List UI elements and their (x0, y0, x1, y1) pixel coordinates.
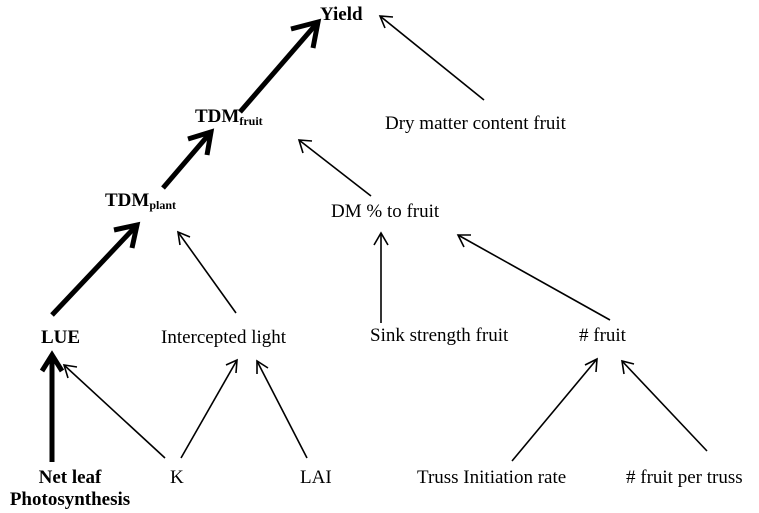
node-dm-to-fruit: DM % to fruit (331, 201, 440, 222)
arrow-intercepted-light-to-tdm-plant (177, 231, 237, 314)
node-intercepted-light: Intercepted light (161, 327, 287, 348)
arrowhead-lue-from-k (62, 364, 78, 379)
node-k: K (170, 467, 184, 488)
node-truss-initiation: Truss Initiation rate (417, 467, 567, 488)
node-sink-strength: Sink strength fruit (370, 325, 509, 346)
node-net-leaf-photosynthesis: Net leaf Photosynthesis (0, 467, 140, 511)
arrowhead-tdm-fruit-bold (187, 128, 215, 156)
arrow-k-to-intercepted-light (180, 359, 238, 459)
node-dry-matter-content: Dry matter content fruit (385, 113, 566, 134)
arrowhead-lue-bold (39, 350, 65, 373)
node-tdm-plant-sub: plant (149, 198, 177, 212)
node-net-leaf-line2: Photosynthesis (9, 489, 131, 510)
node-fruit-count: # fruit (579, 325, 626, 346)
node-tdm-fruit: TDMfruit (195, 106, 263, 132)
arrow-lai-to-intercepted-light (256, 360, 308, 459)
node-yield: Yield (320, 4, 363, 25)
node-tdm-fruit-sub: fruit (239, 114, 263, 128)
arrow-tdm-plant-to-tdm-fruit (161, 130, 213, 190)
node-lue: LUE (41, 327, 81, 348)
arrowhead-yield-bold (290, 18, 322, 49)
node-tdm-plant-main: TDM (105, 190, 150, 211)
arrowhead-fruit-from-per-truss (621, 359, 635, 375)
arrow-fruit-count-to-dm (457, 234, 611, 321)
arrowhead-light-from-lai (256, 359, 269, 374)
node-lai: LAI (300, 467, 332, 488)
arrow-fruit-per-truss-to-fruit-count (621, 360, 708, 452)
arrowhead-tdm-plant-thin (176, 230, 191, 246)
arrow-dry-matter-to-yield (379, 15, 485, 101)
arrowhead-tdm-fruit-thin (297, 139, 313, 154)
arrow-tdm-fruit-to-yield (238, 20, 320, 114)
arrowhead-tdm-plant-bold (113, 221, 141, 249)
arrowhead-dm-from-sink (373, 231, 389, 246)
node-net-leaf-line1: Net leaf (38, 467, 102, 488)
arrow-lue-to-tdm-plant (50, 223, 139, 317)
arrowhead-yield-thin (378, 15, 394, 29)
arrow-truss-to-fruit-count (511, 358, 598, 462)
arrow-k-to-lue (63, 364, 166, 459)
node-tdm-plant: TDMplant (105, 190, 176, 216)
arrow-dm-to-fruit-to-tdm-fruit (298, 139, 372, 197)
node-tdm-fruit-main: TDM (195, 106, 240, 127)
node-fruit-per-truss: # fruit per truss (626, 467, 743, 488)
arrowhead-fruit-from-truss (584, 357, 598, 373)
arrowhead-dm-from-fruit (456, 234, 471, 248)
arrowhead-light-from-k (225, 358, 238, 374)
